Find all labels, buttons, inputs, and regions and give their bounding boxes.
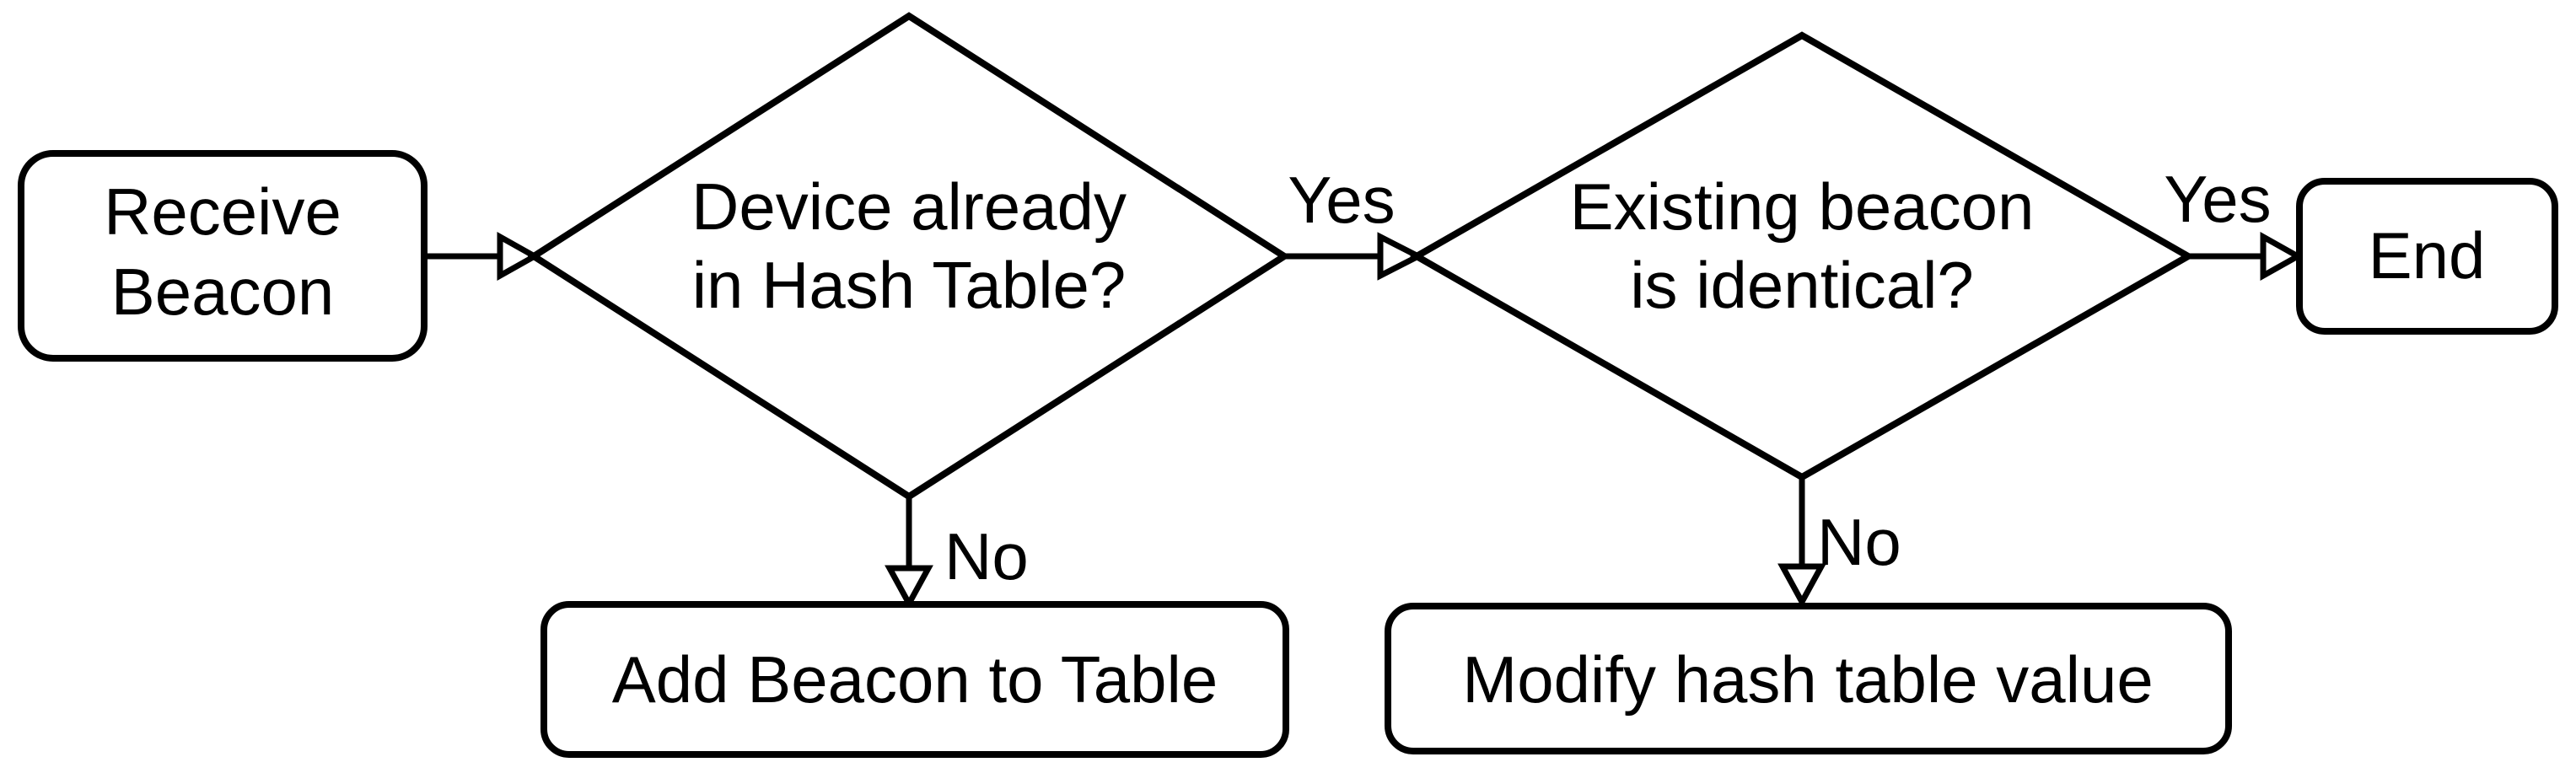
node-add-beacon-to-table-shape [540, 601, 1289, 758]
node-existing-decision-label-line2: is identical? [1630, 248, 1974, 322]
node-receive-beacon-shape [18, 150, 428, 362]
node-device-decision-label-line1: Device already [691, 169, 1127, 244]
edge-label-yes: Yes [1288, 163, 1395, 237]
arrowhead-down-icon [885, 565, 933, 610]
arrowhead-right-icon [2260, 232, 2304, 281]
node-existing-beacon-is-identical: Existing beacon is identical? [1409, 31, 2196, 481]
node-device-already-in-hash-table: Device already in Hash Table? [527, 12, 1291, 501]
arrowhead-right-icon [1377, 232, 1425, 281]
edge-existing-decision-to-modify-hash: No [1777, 477, 1901, 609]
node-end-shape [2296, 178, 2558, 335]
arrowhead-down-icon [1777, 563, 1826, 609]
node-receive-beacon-label-line1: Receive [104, 174, 341, 249]
node-device-already-in-hash-table-shape [527, 12, 1291, 501]
edge-label-no: No [944, 519, 1029, 593]
node-receive-beacon: Receive Beacon [18, 150, 428, 362]
edge-label-yes: Yes [2164, 162, 2271, 236]
edge-device-decision-to-add-beacon: No [885, 497, 1029, 610]
node-existing-decision-label-line1: Existing beacon [1570, 169, 2035, 244]
node-end: End [2296, 178, 2558, 335]
node-modify-hash-table-value-shape [1385, 603, 2232, 754]
node-end-label: End [2369, 218, 2486, 293]
edge-label-no: No [1817, 505, 1901, 579]
edge-receive-beacon-to-device-decision [427, 232, 541, 281]
node-modify-hash-table-value-label: Modify hash table value [1462, 642, 2154, 717]
node-modify-hash-table-value: Modify hash table value [1385, 603, 2232, 754]
node-add-beacon-to-table-label: Add Beacon to Table [612, 642, 1218, 717]
arrowhead-right-icon [497, 232, 541, 281]
node-existing-beacon-is-identical-shape [1409, 31, 2196, 481]
node-add-beacon-to-table: Add Beacon to Table [540, 601, 1289, 758]
edge-existing-decision-to-end: Yes [2164, 162, 2304, 281]
node-receive-beacon-label-line2: Beacon [111, 255, 335, 329]
node-device-decision-label-line2: in Hash Table? [692, 248, 1127, 322]
edge-device-decision-to-existing-decision: Yes [1284, 163, 1425, 281]
